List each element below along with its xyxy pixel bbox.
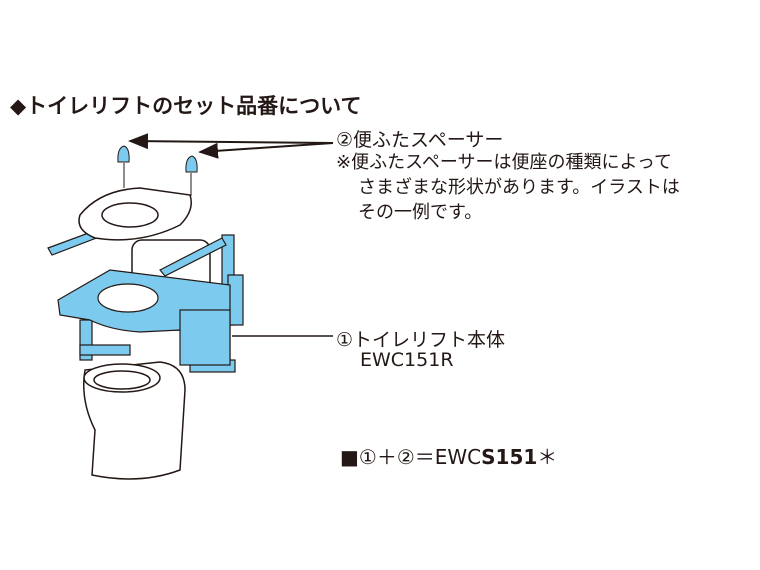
note-line: ※便ふたスペーサーは便座の種類によって: [336, 152, 673, 173]
set-model-number: ■①＋②＝EWCS151＊: [340, 441, 557, 470]
toilet-bowl: [83, 361, 186, 480]
note-line: さまざまな形状があります。イラストは: [358, 177, 680, 198]
page-title: ◆トイレリフトのセット品番について: [10, 94, 362, 118]
toilet-seat: [78, 187, 192, 241]
spacer-leader-line: [128, 133, 334, 150]
lift-seat-hole: [97, 283, 159, 313]
spacer-label: ②便ふたスペーサー: [336, 129, 504, 151]
lift-model-number: EWC151R: [360, 349, 454, 371]
set-bold-code: S151: [481, 445, 538, 469]
seat-cover-spacer: [117, 145, 198, 173]
set-prefix: ■①＋②＝EWC: [340, 445, 482, 469]
set-suffix: ＊: [537, 445, 558, 469]
lift-label: ①トイレリフト本体: [336, 329, 506, 351]
spacer-leader-line: [198, 142, 334, 159]
spacer-note: ※便ふたスペーサーは便座の種類によって さまざまな形状があります。イラストは そ…: [336, 150, 680, 225]
note-line: その一例です。: [358, 202, 483, 223]
